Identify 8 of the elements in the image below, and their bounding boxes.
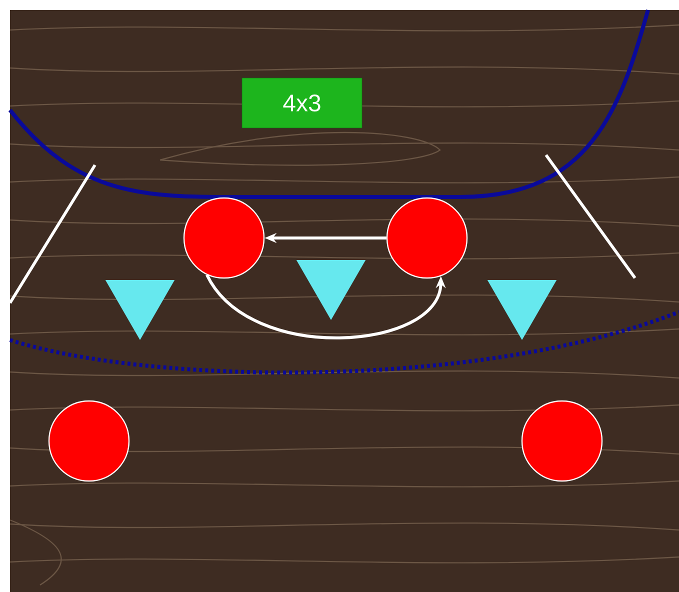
defender-triangle [487,280,557,340]
label-box: 4x3 [242,78,362,128]
defender-triangle [296,260,366,320]
player-circle [183,197,265,279]
defender-triangle [105,280,175,340]
player-circle [48,400,130,482]
player-circle [386,197,468,279]
player-circle [521,400,603,482]
